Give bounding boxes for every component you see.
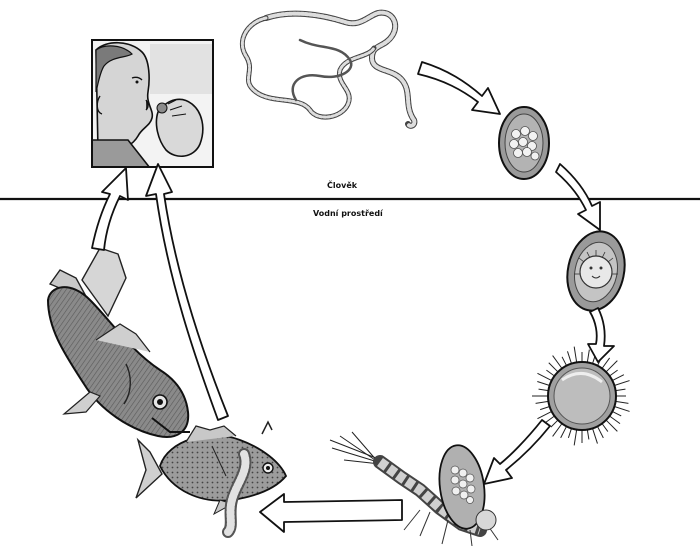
- arrow-embryo-to-coracidium: [587, 307, 615, 363]
- embryonated-egg-icon: [566, 230, 626, 312]
- coracidium-icon: [532, 346, 630, 446]
- arrow-copepod-to-small-fish: [259, 493, 403, 533]
- small-fish-plerocercoid-icon: [135, 420, 288, 538]
- arrow-small-fish-to-predator: [145, 163, 229, 421]
- cilium: [552, 423, 563, 437]
- cilium: [560, 426, 568, 439]
- cilium: [537, 381, 550, 386]
- cilium: [615, 388, 626, 392]
- person-eating-icon: [91, 39, 214, 168]
- cilium: [537, 372, 552, 382]
- cilium: [612, 410, 622, 417]
- cilium: [573, 429, 578, 446]
- arrow-tapeworm-to-egg: [417, 61, 501, 115]
- cilium: [550, 419, 559, 428]
- label-water-environment: Vodní prostředí: [313, 209, 383, 218]
- adult-tapeworm-icon: [239, 9, 418, 129]
- cilium: [561, 356, 568, 366]
- arrow-coracidium-to-copepod: [483, 419, 551, 485]
- cilium: [605, 360, 618, 373]
- cilium: [615, 400, 629, 404]
- cilium: [546, 369, 555, 377]
- cilium: [614, 380, 630, 386]
- cilium: [601, 357, 611, 369]
- cilium: [538, 388, 549, 392]
- arrow-egg-to-embryo: [555, 163, 601, 231]
- cilium: [586, 349, 590, 363]
- cilium: [552, 355, 563, 369]
- cilium: [539, 406, 550, 411]
- predator-fish-icon: [46, 247, 190, 438]
- arrow-predator-to-human: [91, 167, 129, 251]
- cilium: [609, 415, 621, 425]
- cilium: [614, 406, 630, 412]
- cilium: [567, 428, 572, 439]
- cilium: [609, 369, 618, 377]
- cilium: [573, 346, 578, 363]
- cilium: [537, 410, 552, 420]
- cilium: [596, 426, 604, 439]
- cilium: [592, 428, 598, 444]
- egg-icon: [498, 106, 550, 180]
- copepod-procercoid-icon: [329, 431, 499, 547]
- cilium: [612, 374, 625, 382]
- cilium: [567, 351, 572, 364]
- cilium: [601, 423, 609, 432]
- cilium: [535, 400, 549, 404]
- label-human: Člověk: [327, 181, 358, 190]
- cilium: [548, 362, 559, 373]
- cilium: [586, 429, 590, 440]
- cilium: [605, 419, 618, 432]
